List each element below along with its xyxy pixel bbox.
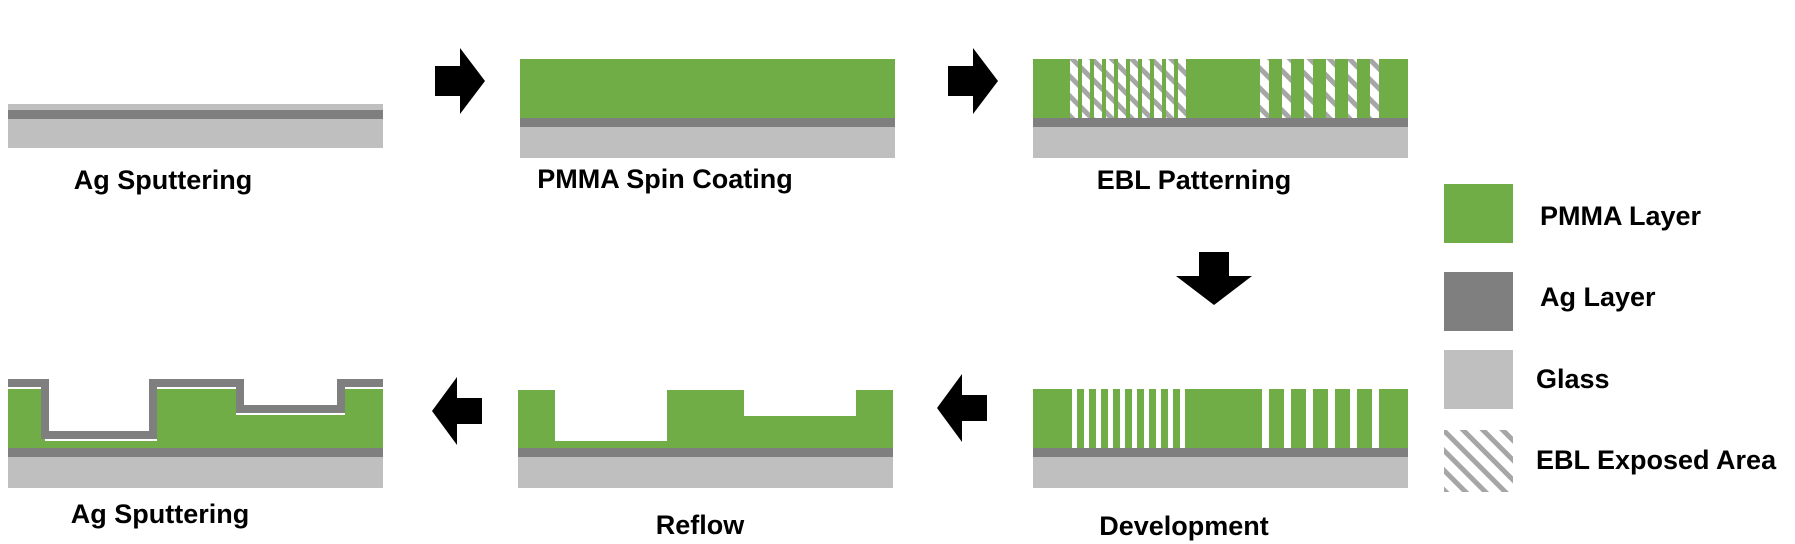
ebl-exposed-stripe: [1178, 59, 1186, 118]
developed-gap: [1156, 389, 1161, 448]
developed-gap: [1072, 389, 1077, 448]
step-ag-sputtering-1: Ag Sputtering: [8, 104, 383, 195]
pmma-layer: [520, 59, 895, 118]
ebl-exposed-stripe: [1142, 59, 1150, 118]
developed-gap: [1120, 389, 1125, 448]
step-label-ag-sputtering-2: Ag Sputtering: [71, 499, 249, 529]
developed-gap: [1084, 389, 1089, 448]
developed-gap: [1132, 389, 1137, 448]
legend-label-ebl-exposed: EBL Exposed Area: [1536, 445, 1777, 475]
ebl-exposed-stripe: [1094, 59, 1102, 118]
ag-layer: [1033, 118, 1408, 127]
developed-gap: [1350, 389, 1357, 448]
ebl-exposed-stripe: [1282, 59, 1291, 118]
arrow-left-2: [432, 377, 482, 445]
ebl-exposed-areas: [1070, 59, 1379, 118]
developed-gap: [1262, 389, 1269, 448]
step-ag-sputtering-2: Ag Sputtering: [8, 379, 383, 529]
legend-label-pmma: PMMA Layer: [1540, 201, 1702, 231]
developed-gap: [1328, 389, 1335, 448]
arrow-right-1: [435, 48, 485, 114]
step-reflow: Reflow: [518, 390, 893, 540]
arrows: [432, 48, 1252, 445]
developed-gaps: [1072, 389, 1379, 448]
step-development: Development: [1033, 389, 1408, 541]
ebl-exposed-stripe: [1082, 59, 1090, 118]
ag-layer: [8, 448, 383, 457]
ag-layer: [520, 118, 895, 127]
arrow-down: [1176, 252, 1252, 305]
developed-gap: [1108, 389, 1113, 448]
ebl-exposed-stripe: [1304, 59, 1313, 118]
legend-swatch-ag: [1444, 272, 1513, 331]
developed-gap: [1096, 389, 1101, 448]
developed-gap: [1168, 389, 1173, 448]
ebl-exposed-stripe: [1070, 59, 1078, 118]
legend-swatch-pmma: [1444, 184, 1513, 243]
step-label-pmma-spin-coating: PMMA Spin Coating: [537, 164, 792, 194]
pmma-reflowed-profile: [518, 390, 893, 448]
pmma-layer: [1033, 389, 1408, 448]
pmma-reflowed-profile: [8, 389, 383, 448]
developed-gap: [1180, 389, 1185, 448]
step-pmma-spin-coating: PMMA Spin Coating: [520, 59, 895, 194]
legend-swatch-glass: [1444, 350, 1513, 409]
legend-swatch-hatch: [1444, 430, 1513, 492]
ag-layer: [1033, 448, 1408, 457]
ag-layer: [8, 110, 383, 119]
legend-label-ag: Ag Layer: [1540, 282, 1656, 312]
ebl-exposed-stripe: [1130, 59, 1138, 118]
legend: PMMA Layer Ag Layer Glass EBL Exposed Ar…: [1444, 184, 1777, 492]
legend-label-glass: Glass: [1536, 364, 1610, 394]
ebl-exposed-stripe: [1106, 59, 1114, 118]
ebl-exposed-stripe: [1348, 59, 1357, 118]
developed-gap: [1306, 389, 1313, 448]
arrow-right-2: [948, 48, 998, 114]
ebl-exposed-stripe: [1260, 59, 1269, 118]
step-label-ebl-patterning: EBL Patterning: [1097, 165, 1292, 195]
step-label-reflow: Reflow: [656, 510, 746, 540]
ebl-exposed-stripe: [1166, 59, 1174, 118]
ag-conformal-coating: [8, 379, 383, 439]
ebl-exposed-stripe: [1118, 59, 1126, 118]
arrow-left-1: [937, 374, 987, 442]
ebl-exposed-stripe: [1326, 59, 1335, 118]
step-label-development: Development: [1099, 511, 1269, 541]
step-ebl-patterning: EBL Patterning: [1033, 59, 1408, 195]
step-label-ag-sputtering-1: Ag Sputtering: [74, 165, 252, 195]
ebl-exposed-stripe: [1154, 59, 1162, 118]
ag-layer: [518, 448, 893, 457]
ebl-exposed-stripe: [1370, 59, 1379, 118]
developed-gap: [1372, 389, 1379, 448]
developed-gap: [1144, 389, 1149, 448]
developed-gap: [1284, 389, 1291, 448]
